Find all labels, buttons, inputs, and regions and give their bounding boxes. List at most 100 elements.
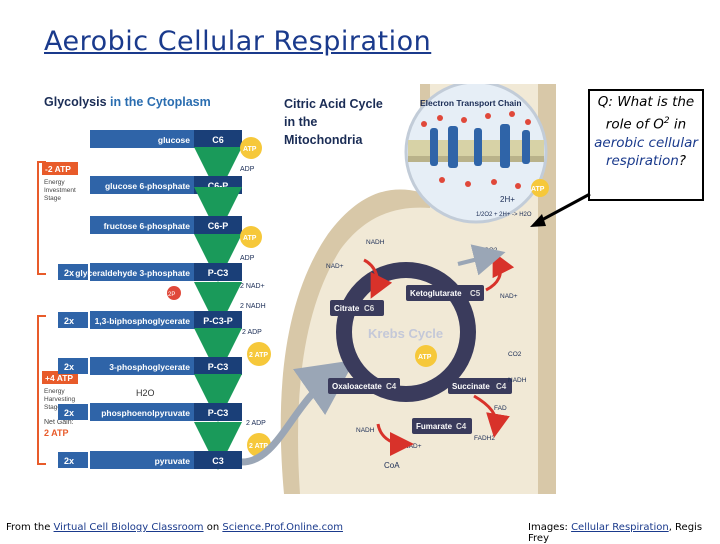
step-multiplier: 2x (64, 316, 74, 326)
etc-inset: Electron Transport Chain 1/2O2 + 2H+ -> … (404, 84, 549, 224)
step-name: glucose (158, 135, 190, 145)
cellular-respiration-link[interactable]: Cellular Respiration (571, 522, 669, 533)
svg-text:ADP: ADP (240, 255, 255, 262)
step-formula: P-C3 (208, 408, 229, 418)
svg-text:C4: C4 (456, 422, 467, 431)
svg-text:2P: 2P (168, 292, 175, 298)
svg-text:Investment: Investment (44, 187, 76, 194)
glycolysis-step: fructose 6-phosphate C6-P (90, 216, 242, 282)
svg-text:2 NAD+: 2 NAD+ (240, 283, 265, 290)
glycolysis-title: Glycolysis in the Cytoplasm (44, 95, 211, 109)
atp-badge: ATP (240, 137, 262, 159)
svg-text:2 ATP: 2 ATP (249, 352, 268, 359)
etc-title: Electron Transport Chain (420, 98, 522, 108)
svg-text:Fumarate: Fumarate (416, 422, 453, 431)
cac-title: Citric Acid Cycle in the Mitochondria (284, 97, 383, 147)
svg-text:2 ADP: 2 ADP (246, 420, 266, 427)
step-name: glucose 6-phosphate (105, 181, 190, 191)
svg-text:-2 ATP: -2 ATP (45, 164, 71, 174)
svg-text:C4: C4 (386, 382, 397, 391)
investment-stage-label: -2 ATP Energy Investment Stage (42, 162, 78, 202)
step-multiplier: 2x (64, 362, 74, 372)
svg-text:2H+: 2H+ (500, 195, 515, 204)
krebs-cycle-label: Krebs Cycle (368, 326, 443, 341)
svg-text:Stage: Stage (44, 195, 61, 202)
step-formula: P-C3 (208, 268, 229, 278)
step-formula: P-C3-P (203, 316, 233, 326)
scienceprofonline-link[interactable]: Science.Prof.Online.com (222, 522, 343, 533)
svg-text:ATP: ATP (418, 354, 432, 361)
svg-text:NADH: NADH (356, 427, 375, 434)
svg-text:C5: C5 (470, 289, 481, 298)
svg-text:1/2O2 + 2H+ -> H2O: 1/2O2 + 2H+ -> H2O (476, 212, 532, 218)
harvest-bracket (37, 315, 46, 465)
svg-text:Energy: Energy (44, 388, 65, 395)
step-name: 1,3-biphosphoglycerate (95, 316, 191, 326)
svg-text:ATP: ATP (531, 186, 545, 193)
svg-text:Succinate: Succinate (452, 382, 490, 391)
svg-text:H2O: H2O (136, 388, 155, 398)
svg-text:NAD+: NAD+ (326, 263, 344, 270)
svg-text:Energy: Energy (44, 179, 65, 186)
svg-text:2 ADP: 2 ADP (242, 329, 262, 336)
footer-credits: Images: Cellular Respiration, Regis Frey (528, 522, 703, 544)
phosphate-badge: 2P (167, 286, 181, 300)
svg-text:FADH2: FADH2 (474, 435, 495, 442)
step-multiplier: 2x (64, 408, 74, 418)
glycolysis-step: 2x 1,3-biphosphoglycerate P-C3-P (58, 311, 242, 376)
step-formula: C6-P (208, 221, 229, 231)
svg-text:CoA: CoA (384, 461, 400, 470)
svg-text:Citric Acid Cycle: Citric Acid Cycle (284, 97, 383, 111)
svg-text:NAD+: NAD+ (500, 293, 518, 300)
svg-text:Mitochondria: Mitochondria (284, 133, 364, 147)
svg-text:Citrate: Citrate (334, 304, 360, 313)
svg-text:CO2: CO2 (508, 351, 522, 358)
krebs-cycle: Krebs Cycle Ketoglutarate C5 Citrate C6 … (326, 239, 527, 470)
step-multiplier: 2x (64, 456, 74, 466)
svg-text:C6: C6 (364, 304, 375, 313)
etc-atp-badge: ATP (531, 179, 549, 197)
svg-text:Net Gain:: Net Gain: (44, 419, 74, 426)
page-title: Aerobic Cellular Respiration (44, 26, 432, 57)
respiration-diagram: Electron Transport Chain 1/2O2 + 2H+ -> … (28, 84, 556, 494)
svg-text:NADH: NADH (366, 239, 385, 246)
step-name: glyceraldehyde 3-phosphate (75, 268, 190, 278)
svg-text:C4: C4 (496, 382, 507, 391)
harvest-stage-label: +4 ATP Energy Harvesting Stage Net Gain:… (42, 371, 78, 438)
svg-text:NADH: NADH (508, 377, 527, 384)
diagram-svg: Electron Transport Chain 1/2O2 + 2H+ -> … (37, 84, 556, 494)
svg-text:Ketoglutarate: Ketoglutarate (410, 289, 462, 298)
step-multiplier: 2x (64, 268, 74, 278)
svg-text:ADP: ADP (240, 166, 255, 173)
glycolysis-step: 2x pyruvate C3 (58, 451, 242, 469)
svg-text:Stage: Stage (44, 404, 61, 411)
svg-text:Oxaloacetate: Oxaloacetate (332, 382, 382, 391)
krebs-atp-badge: ATP (415, 345, 437, 367)
svg-text:2 ATP: 2 ATP (249, 443, 268, 450)
step-formula: C3 (212, 456, 224, 466)
svg-text:2 NADH: 2 NADH (240, 303, 266, 310)
atp-badge: 2 ATP (247, 342, 271, 366)
svg-text:+4 ATP: +4 ATP (45, 373, 73, 383)
svg-text:ATP: ATP (243, 235, 257, 242)
footer-source: From the Virtual Cell Biology Classroom … (6, 522, 343, 533)
step-formula: C6 (212, 135, 224, 145)
glycolysis-step: glucose C6 (90, 130, 242, 195)
svg-text:FAD: FAD (494, 405, 507, 412)
atp-badge: ATP (240, 226, 262, 248)
svg-text:Harvesting: Harvesting (44, 396, 75, 403)
virtual-cell-link[interactable]: Virtual Cell Biology Classroom (53, 522, 204, 533)
svg-text:ATP: ATP (243, 146, 257, 153)
step-name: fructose 6-phosphate (104, 221, 191, 231)
svg-text:in the: in the (284, 115, 317, 129)
pyruvate-to-krebs-arrow (241, 359, 355, 466)
step-formula: C6-P (208, 181, 229, 191)
step-name: pyruvate (155, 456, 191, 466)
step-name: 3-phosphoglycerate (109, 362, 190, 372)
